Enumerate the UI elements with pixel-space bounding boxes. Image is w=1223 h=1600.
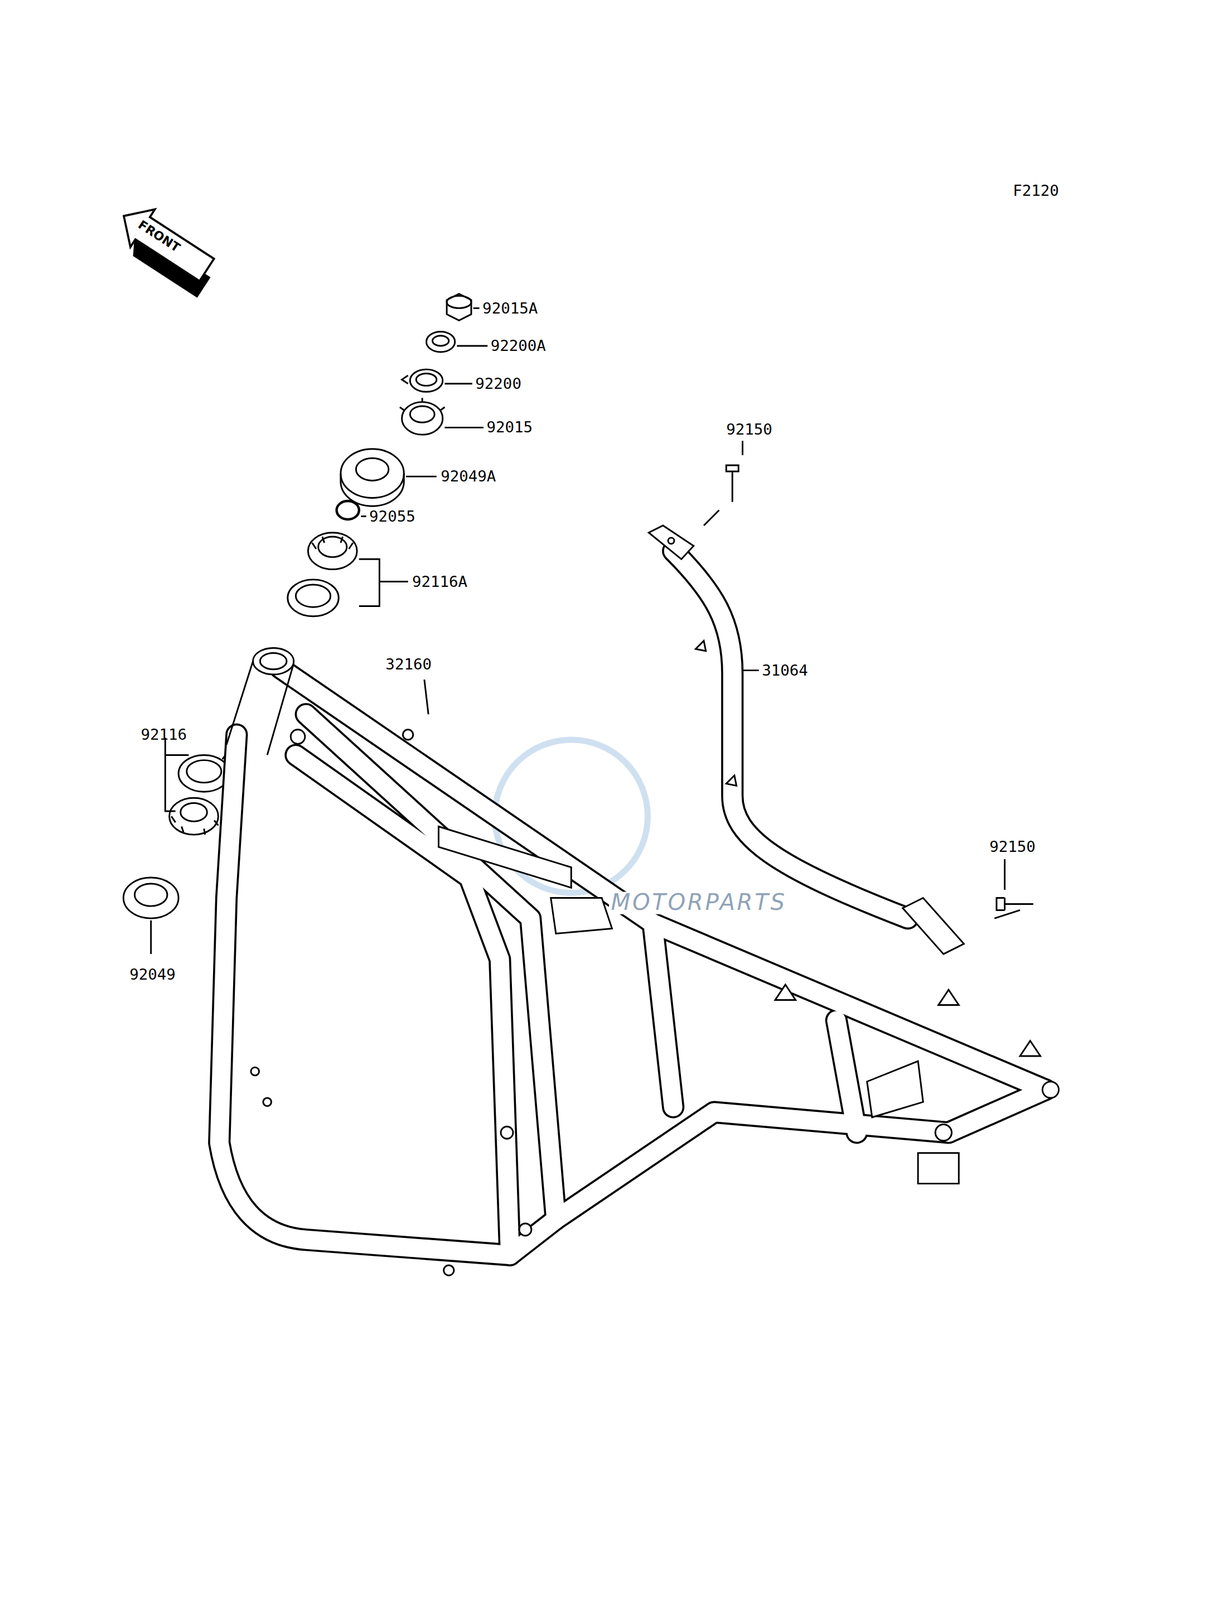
callout-number: 31064: [761, 662, 809, 678]
callout-number: 92055: [369, 508, 416, 524]
callout-number: 32160: [385, 656, 432, 672]
callout-number: 92150: [989, 838, 1036, 854]
callout-number: 92200: [475, 375, 522, 391]
callout-number: 92150: [726, 421, 773, 437]
callout-number: 92116: [140, 726, 187, 742]
callout-number: F2120: [1012, 182, 1060, 198]
watermark: MOTORPARTS: [608, 891, 789, 915]
callout-number: 92015: [486, 419, 533, 435]
callout-number: 92049A: [440, 468, 496, 484]
callout-number: 92200A: [490, 337, 546, 354]
callout-number: 92015A: [482, 300, 538, 316]
callout-number: 92116A: [412, 573, 468, 589]
callout-number: 92049: [129, 966, 176, 982]
